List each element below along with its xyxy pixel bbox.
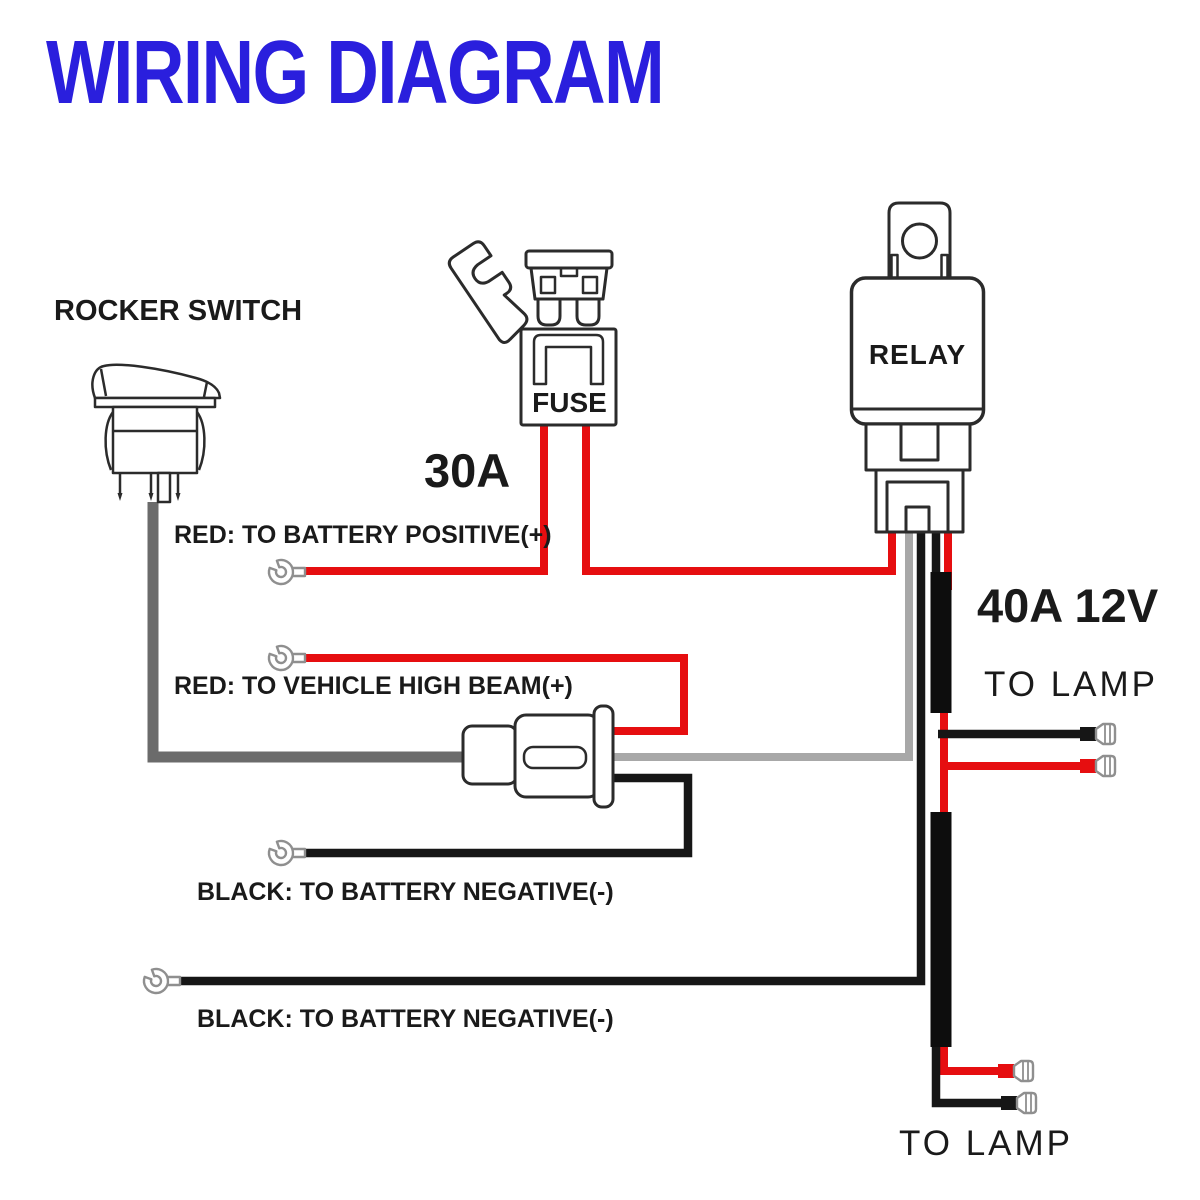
rocker-lever-detail [99, 368, 209, 398]
battery-positive-label: RED: TO BATTERY POSITIVE(+) [174, 521, 552, 549]
fork-terminal-high-beam [267, 644, 307, 672]
lamp2-red-branch [940, 1040, 1002, 1075]
spade-terminal-lamp1-red [1080, 754, 1117, 778]
battery-negative-wire-1 [303, 773, 693, 858]
switch-signal-wire-light [610, 532, 913, 761]
spade-terminal-lamp2-red [998, 1059, 1035, 1083]
battery-positive-wire [303, 424, 548, 575]
connector-plug [461, 724, 519, 786]
blade-fuse-window-right [581, 275, 599, 295]
battery-negative-wire-2 [178, 531, 926, 986]
fork-terminal-battery-negative-2 [142, 967, 182, 995]
switch-center-pin [156, 471, 172, 504]
fuse-label: FUSE [532, 387, 607, 418]
relay-drawing [849, 201, 986, 534]
connector-slot [522, 745, 588, 770]
battery-negative-label-1: BLACK: TO BATTERY NEGATIVE(-) [197, 878, 614, 906]
fuse-assembly-drawing [447, 240, 618, 427]
blade-fuse-notch [559, 268, 579, 278]
switch-body [111, 405, 199, 475]
output-rating-label: 40A 12V [977, 579, 1159, 632]
fuse-holder-slots [532, 333, 605, 386]
wires [147, 424, 1085, 1108]
page-title: WIRING DIAGRAM [46, 23, 665, 123]
rocker-switch-drawing [91, 363, 222, 504]
relay-tab-slot-left [890, 253, 899, 281]
fuse-cover [447, 240, 529, 344]
to-lamp-label-bottom: TO LAMP [899, 1124, 1074, 1163]
relay-mount-hole [901, 222, 938, 260]
high-beam-label: RED: TO VEHICLE HIGH BEAM(+) [174, 672, 573, 700]
blade-fuse-window-left [539, 275, 557, 295]
fuse-to-relay-wire [582, 424, 896, 575]
blade-fuse-cap [524, 249, 614, 270]
switch-signal-wire-dark [147, 502, 468, 763]
relay-base-key [899, 422, 940, 462]
relay-tab-slot-right [940, 253, 949, 281]
rocker-switch-label: ROCKER SWITCH [54, 295, 303, 327]
lamp2-black-branch [931, 1040, 1005, 1108]
relay-socket-key [904, 505, 931, 534]
fork-terminal-battery-positive [267, 558, 307, 586]
blade-fuse-leg-right [575, 297, 601, 327]
inline-connector-drawing [461, 704, 615, 809]
connector-tab [592, 704, 615, 809]
high-beam-wire [303, 654, 688, 735]
battery-negative-label-2: BLACK: TO BATTERY NEGATIVE(-) [197, 1005, 614, 1033]
switch-flange [93, 396, 217, 409]
switch-pins [118, 473, 180, 494]
switch-clip-left [104, 411, 115, 471]
to-lamp-label-right: TO LAMP [984, 665, 1159, 704]
relay-label: RELAY [868, 339, 967, 370]
spade-terminal-lamp1-black [1080, 722, 1117, 746]
spade-terminal-lamp2-black [1001, 1091, 1038, 1115]
switch-clip-right [195, 411, 206, 471]
blade-fuse-leg-left [536, 297, 562, 327]
spade-terminals [998, 722, 1117, 1115]
fork-terminal-battery-negative-1 [267, 839, 307, 867]
fork-terminals [142, 558, 307, 995]
rocker-lever [91, 363, 222, 400]
fuse-rating-label: 30A [424, 444, 511, 497]
